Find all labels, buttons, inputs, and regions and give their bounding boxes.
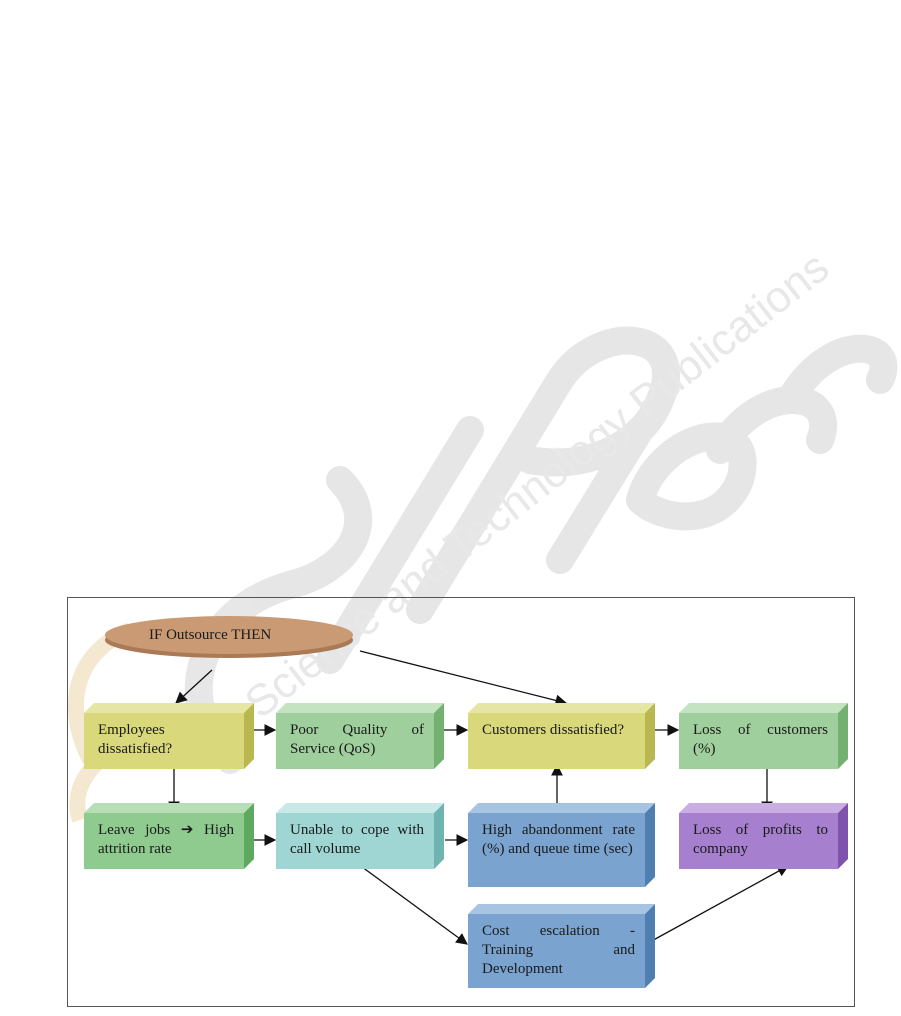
node-high-abandonment: High abandonment rate (%) and queue time… (468, 803, 655, 887)
node-customers-dissatisfied: Customers dissatisfied? (468, 703, 655, 769)
node-label: Poor Quality of Service (QoS) (290, 722, 424, 757)
node-label: Loss of customers (%) (693, 722, 828, 757)
arrow-start-to-employees (175, 669, 213, 704)
node-employees-dissatisfied: Employees dissatisfied? (84, 703, 254, 769)
arrow-unable-to-cost (357, 863, 468, 945)
start-condition-node: IF Outsource THEN (101, 613, 356, 661)
node-loss-of-customers: Loss of customers (%) (679, 703, 848, 769)
start-ellipse-shape (105, 616, 353, 658)
arrow-start-to-customers (359, 650, 568, 707)
node-cost-escalation: Cost escalation - Training and Developme… (468, 904, 655, 988)
node-loss-of-profits: Loss of profits to company (679, 803, 848, 869)
node-label: Employees dissatisfied? (98, 722, 173, 757)
node-poor-qos: Poor Quality of Service (QoS) (276, 703, 444, 769)
node-label: Unable to cope with call volume (290, 822, 424, 857)
node-leave-jobs: Leave jobs ➔ High attrition rate (84, 803, 254, 869)
node-unable-to-cope: Unable to cope with call volume (276, 803, 444, 869)
node-label: Cost escalation - Training and Developme… (482, 923, 635, 977)
node-label: High abandonment rate (%) and queue time… (482, 822, 635, 857)
node-label: Loss of profits to company (693, 822, 828, 857)
arrow-cost-to-profits (647, 865, 790, 944)
node-label: Customers dissatisfied? (482, 722, 625, 738)
node-label: Leave jobs ➔ High attrition rate (98, 822, 234, 857)
start-condition-label: IF Outsource THEN (149, 627, 272, 643)
diagram-frame (67, 597, 855, 1007)
